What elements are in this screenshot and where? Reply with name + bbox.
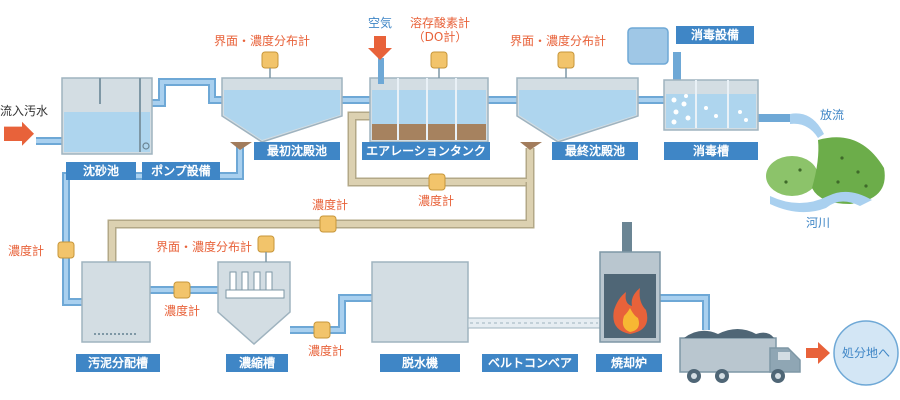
truck-icon: [679, 329, 801, 383]
flame-icon: [613, 288, 648, 334]
sensor-icon: [428, 173, 446, 191]
air-arrow-icon: [368, 36, 392, 60]
sensor-icon: [313, 321, 331, 339]
river-landscape: [766, 137, 885, 213]
disposal-circle: [833, 320, 899, 386]
concentration-meter-mid-label: 濃度計: [164, 304, 201, 318]
interface-meter-label-1: 界面・濃度分布計: [214, 34, 311, 48]
aeration-tank: [369, 58, 489, 143]
belt-conveyor-graphic: [467, 317, 601, 329]
do-meter-label: 溶存酸素計 （DO計）: [409, 16, 470, 44]
to-disposal-label: 処分地へ: [841, 346, 890, 360]
inflow-label: 流入汚水: [0, 104, 49, 118]
sensor-icon: [557, 51, 575, 69]
interface-meter-label-2: 界面・濃度分布計: [510, 34, 607, 48]
thickener-tank: [217, 261, 291, 346]
thickener-tag: 濃縮槽: [226, 354, 288, 372]
primary-clarifier-tag: 最初沈殿池: [254, 142, 340, 160]
grit-chamber-tank: [61, 77, 153, 155]
disinfection-equipment-unit: [627, 27, 669, 65]
grit-chamber-tag: 沈砂池: [66, 162, 136, 180]
sludge-distribution-tank: [81, 261, 151, 343]
discharge-label: 放流: [820, 108, 845, 122]
sludge-distribution-tank-tag: 汚泥分配槽: [76, 354, 160, 372]
sensor-icon: [319, 215, 337, 233]
concentration-meter-right-label: 濃度計: [308, 344, 345, 358]
concentration-meter-left-label: 濃度計: [8, 244, 45, 258]
river-label: 河川: [806, 216, 831, 230]
disinfection-equipment-tag: 消毒設備: [676, 26, 754, 44]
sensor-icon: [261, 51, 279, 69]
final-clarifier-tag: 最終沈殿池: [552, 142, 638, 160]
disinfection-tank-tag: 消毒槽: [664, 142, 758, 160]
dewatering-machine: [371, 261, 469, 343]
sensor-icon: [173, 281, 191, 299]
concentration-meter-upper-label: 濃度計: [312, 198, 349, 212]
dewatering-tag: 脱水機: [380, 354, 460, 372]
sensor-icon: [257, 235, 275, 253]
belt-conveyor-tag: ベルトコンベア: [482, 354, 578, 372]
to-disposal-arrow-icon: [806, 342, 830, 364]
concentration-meter-return-label: 濃度計: [418, 194, 455, 208]
interface-meter-label-3: 界面・濃度分布計: [156, 240, 253, 254]
aeration-tank-tag: エアレーションタンク: [362, 142, 490, 160]
incinerator-tag: 焼却炉: [596, 354, 662, 372]
primary-clarifier-tank: [221, 77, 343, 150]
final-clarifier-tank: [516, 77, 639, 150]
pump-facility-tag: ポンプ設備: [142, 162, 220, 180]
sensor-icons: [57, 51, 575, 339]
flow-arrow-icon: [4, 121, 34, 146]
discharge-stream: [790, 113, 824, 138]
disinfection-tank: [663, 79, 759, 131]
sensor-icon: [430, 51, 448, 69]
sensor-icon: [57, 241, 75, 259]
air-label: 空気: [368, 16, 393, 30]
